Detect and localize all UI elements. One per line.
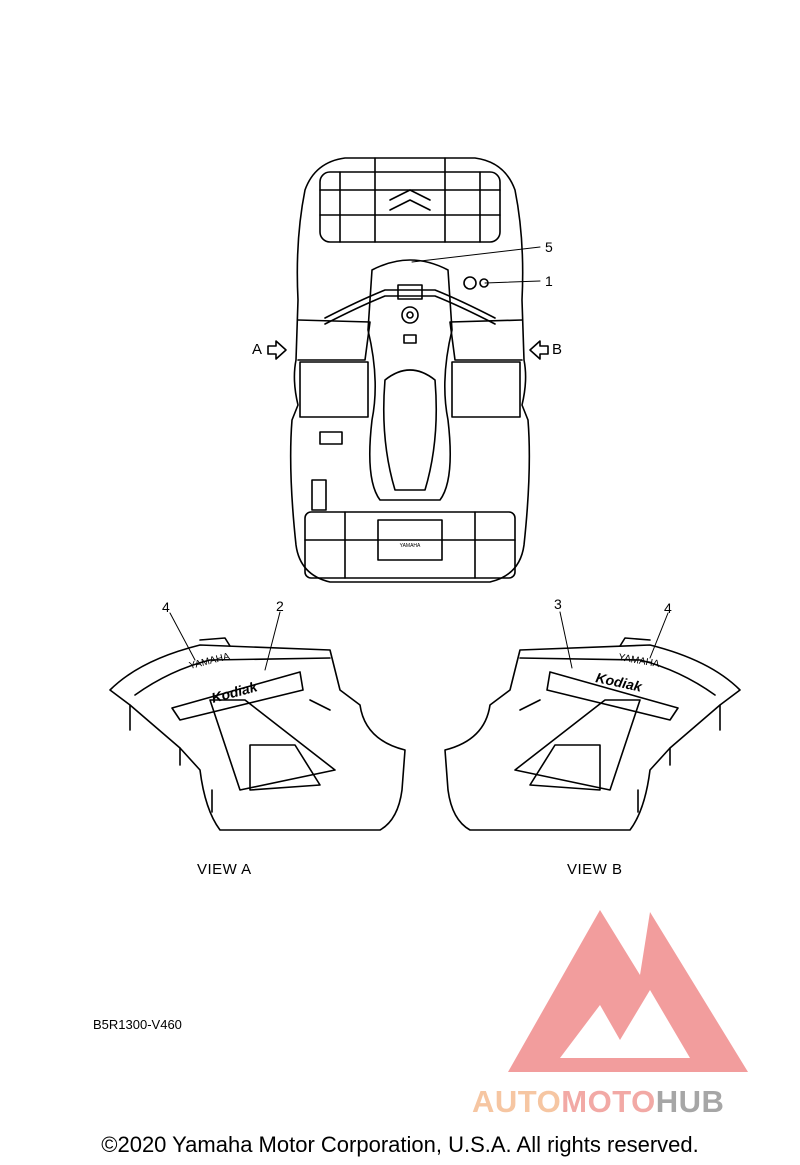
callout-3: 3 <box>554 596 562 612</box>
callout-1: 1 <box>545 273 553 289</box>
leader-3 <box>559 611 573 669</box>
arrow-b-icon <box>529 340 549 360</box>
view-a-caption: VIEW A <box>197 861 252 878</box>
view-b-caption: VIEW B <box>567 861 623 878</box>
callout-4-right: 4 <box>664 600 672 616</box>
decal-yamaha-right: YAMAHA <box>617 652 660 670</box>
leader-1 <box>484 280 541 284</box>
automotohub-logo-icon <box>508 910 748 1072</box>
leader-5 <box>411 246 541 263</box>
handlebar <box>324 289 496 319</box>
rear-rack <box>304 511 516 579</box>
watermark-moto: MOTO <box>561 1084 656 1119</box>
arrow-a-icon <box>267 340 287 360</box>
leader-4b <box>649 612 669 659</box>
meter-display <box>397 284 423 300</box>
leader-2 <box>264 611 281 671</box>
side-panel-right: YAMAHA Kodiak <box>444 611 741 831</box>
decal-yamaha-left: YAMAHA <box>188 651 231 672</box>
watermark-hub: HUB <box>655 1084 725 1119</box>
callout-5: 5 <box>545 239 553 255</box>
diagram-code: B5R1300-V460 <box>93 1017 182 1032</box>
atv-top-view: YAMAHA <box>289 157 541 583</box>
atv-body-outline <box>289 157 531 583</box>
arrow-label-b: B <box>552 341 563 358</box>
front-rack <box>319 171 501 243</box>
watermark-auto: AUTO <box>472 1084 562 1119</box>
side-panel-left: YAMAHA Kodiak <box>109 611 406 831</box>
leader-4a <box>169 612 196 661</box>
watermark-text: AUTOMOTOHUB <box>472 1084 724 1120</box>
copyright-notice: ©2020 Yamaha Motor Corporation, U.S.A. A… <box>101 1132 699 1157</box>
callout-4-left: 4 <box>162 599 170 615</box>
callout-2: 2 <box>276 598 284 614</box>
rear-decal-text: YAMAHA <box>400 543 421 549</box>
seat <box>367 259 453 501</box>
arrow-label-a: A <box>252 341 263 358</box>
